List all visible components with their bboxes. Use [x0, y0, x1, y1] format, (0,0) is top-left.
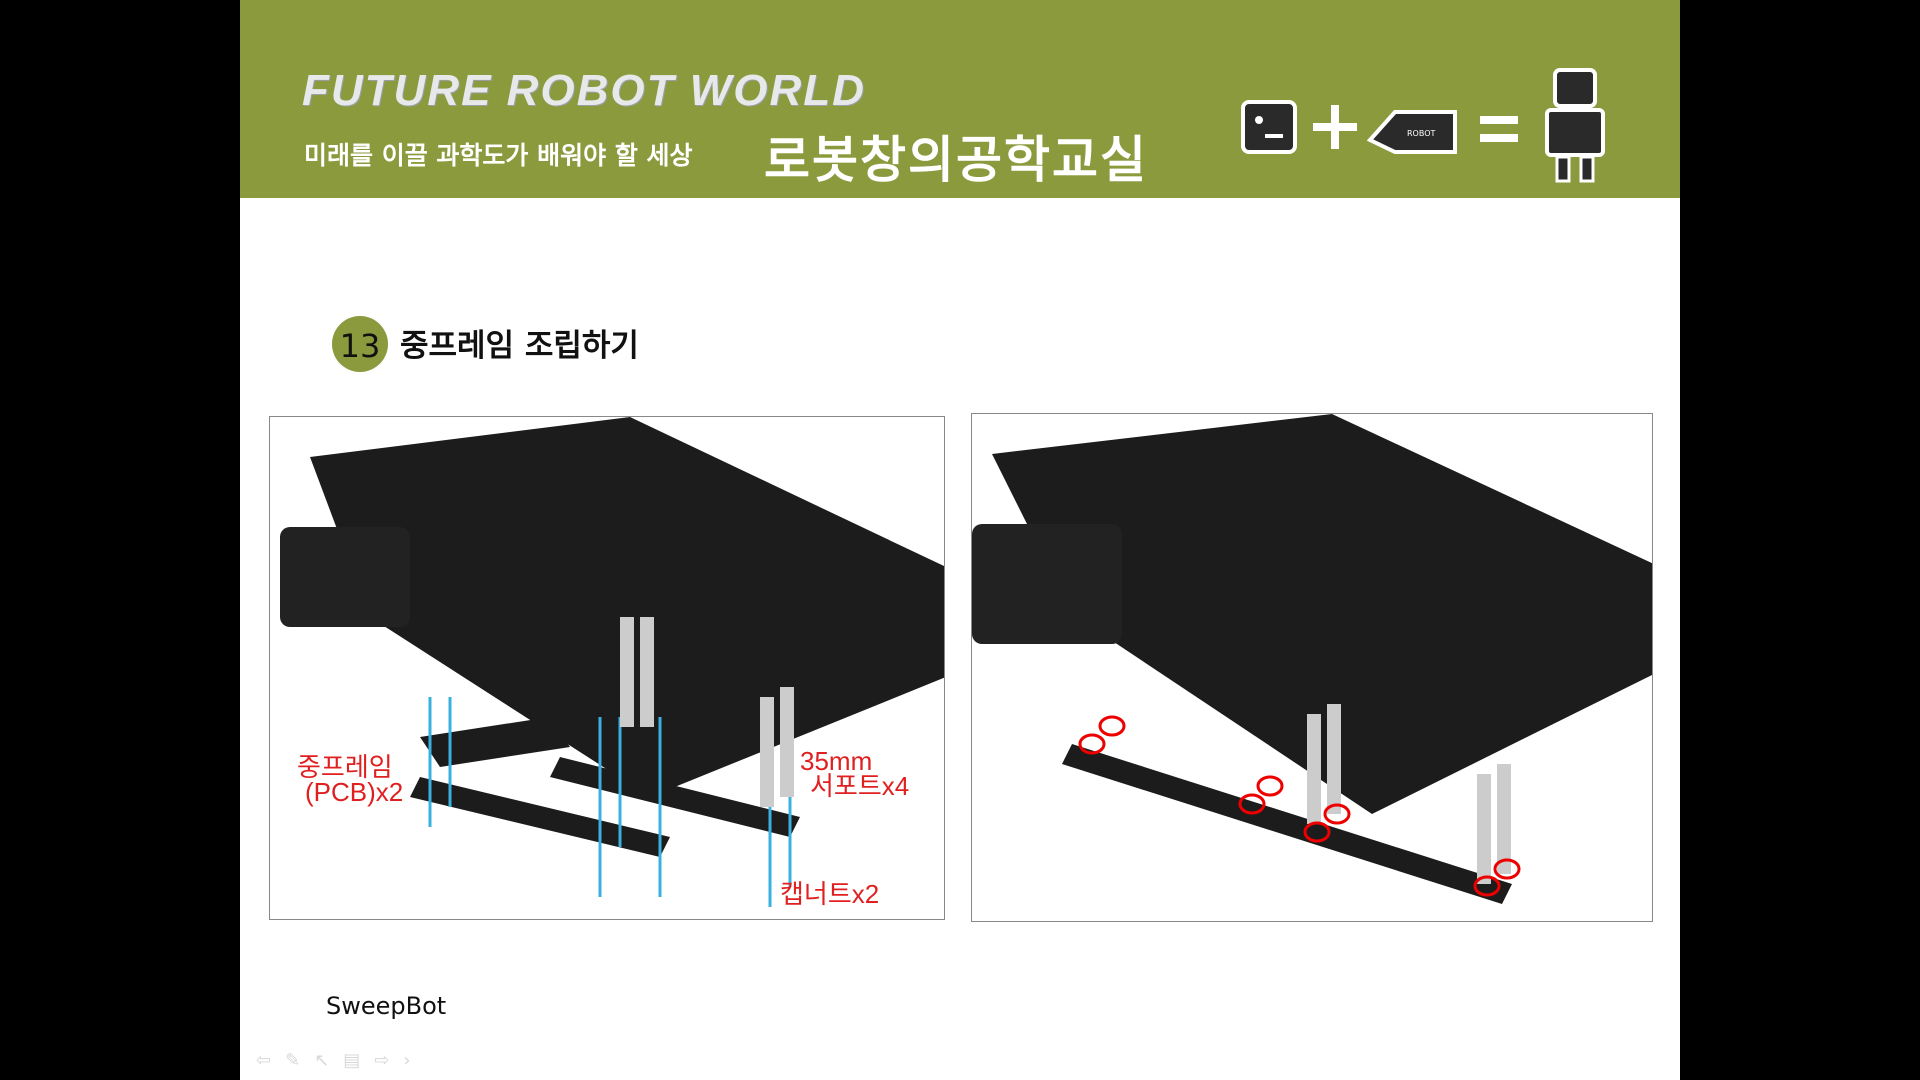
assembly-image-assembled — [971, 413, 1653, 922]
slides-icon[interactable]: ▤ — [343, 1050, 361, 1071]
robot-equation-icon: ROBOT — [1241, 68, 1605, 183]
presentation-toolbar: ⇦ ✎ ↖ ▤ ⇨ › — [256, 1050, 411, 1071]
step-title: 중프레임 조립하기 — [400, 328, 639, 364]
label-pcb-count: (PCB)x2 — [305, 777, 404, 807]
chevron-right-icon[interactable]: › — [403, 1050, 411, 1071]
frame-assembly-illustration — [280, 417, 944, 907]
next-arrow-icon[interactable]: ⇨ — [374, 1050, 390, 1071]
step-number-badge: 13 — [332, 316, 388, 372]
label-support-count: 서포트x4 — [810, 771, 910, 801]
previous-arrow-icon[interactable]: ⇦ — [256, 1050, 272, 1071]
tagline: 미래를 이끌 과학도가 배워야 할 세상 — [304, 141, 693, 170]
frame-assembled-illustration — [972, 414, 1652, 904]
slide: FUTURE ROBOT WORLD 미래를 이끌 과학도가 배워야 할 세상 … — [240, 0, 1680, 1080]
label-35mm: 35mm — [800, 746, 873, 776]
svg-text:ROBOT: ROBOT — [1407, 129, 1436, 138]
course-title: 로봇창의공학교실 — [764, 131, 1148, 189]
header-banner: FUTURE ROBOT WORLD 미래를 이끌 과학도가 배워야 할 세상 … — [240, 0, 1680, 198]
label-capnut-count: 캡너트x2 — [780, 879, 880, 909]
footer-text: SweepBot — [326, 992, 447, 1020]
label-middle-frame: 중프레임 — [297, 752, 393, 782]
brand-title: FUTURE ROBOT WORLD — [302, 66, 866, 115]
pen-icon[interactable]: ✎ — [285, 1050, 301, 1071]
assembly-image-exploded: 중프레임 (PCB)x2 35mm 서포트x4 캡너트x2 — [269, 416, 945, 920]
pointer-icon[interactable]: ↖ — [314, 1050, 330, 1071]
